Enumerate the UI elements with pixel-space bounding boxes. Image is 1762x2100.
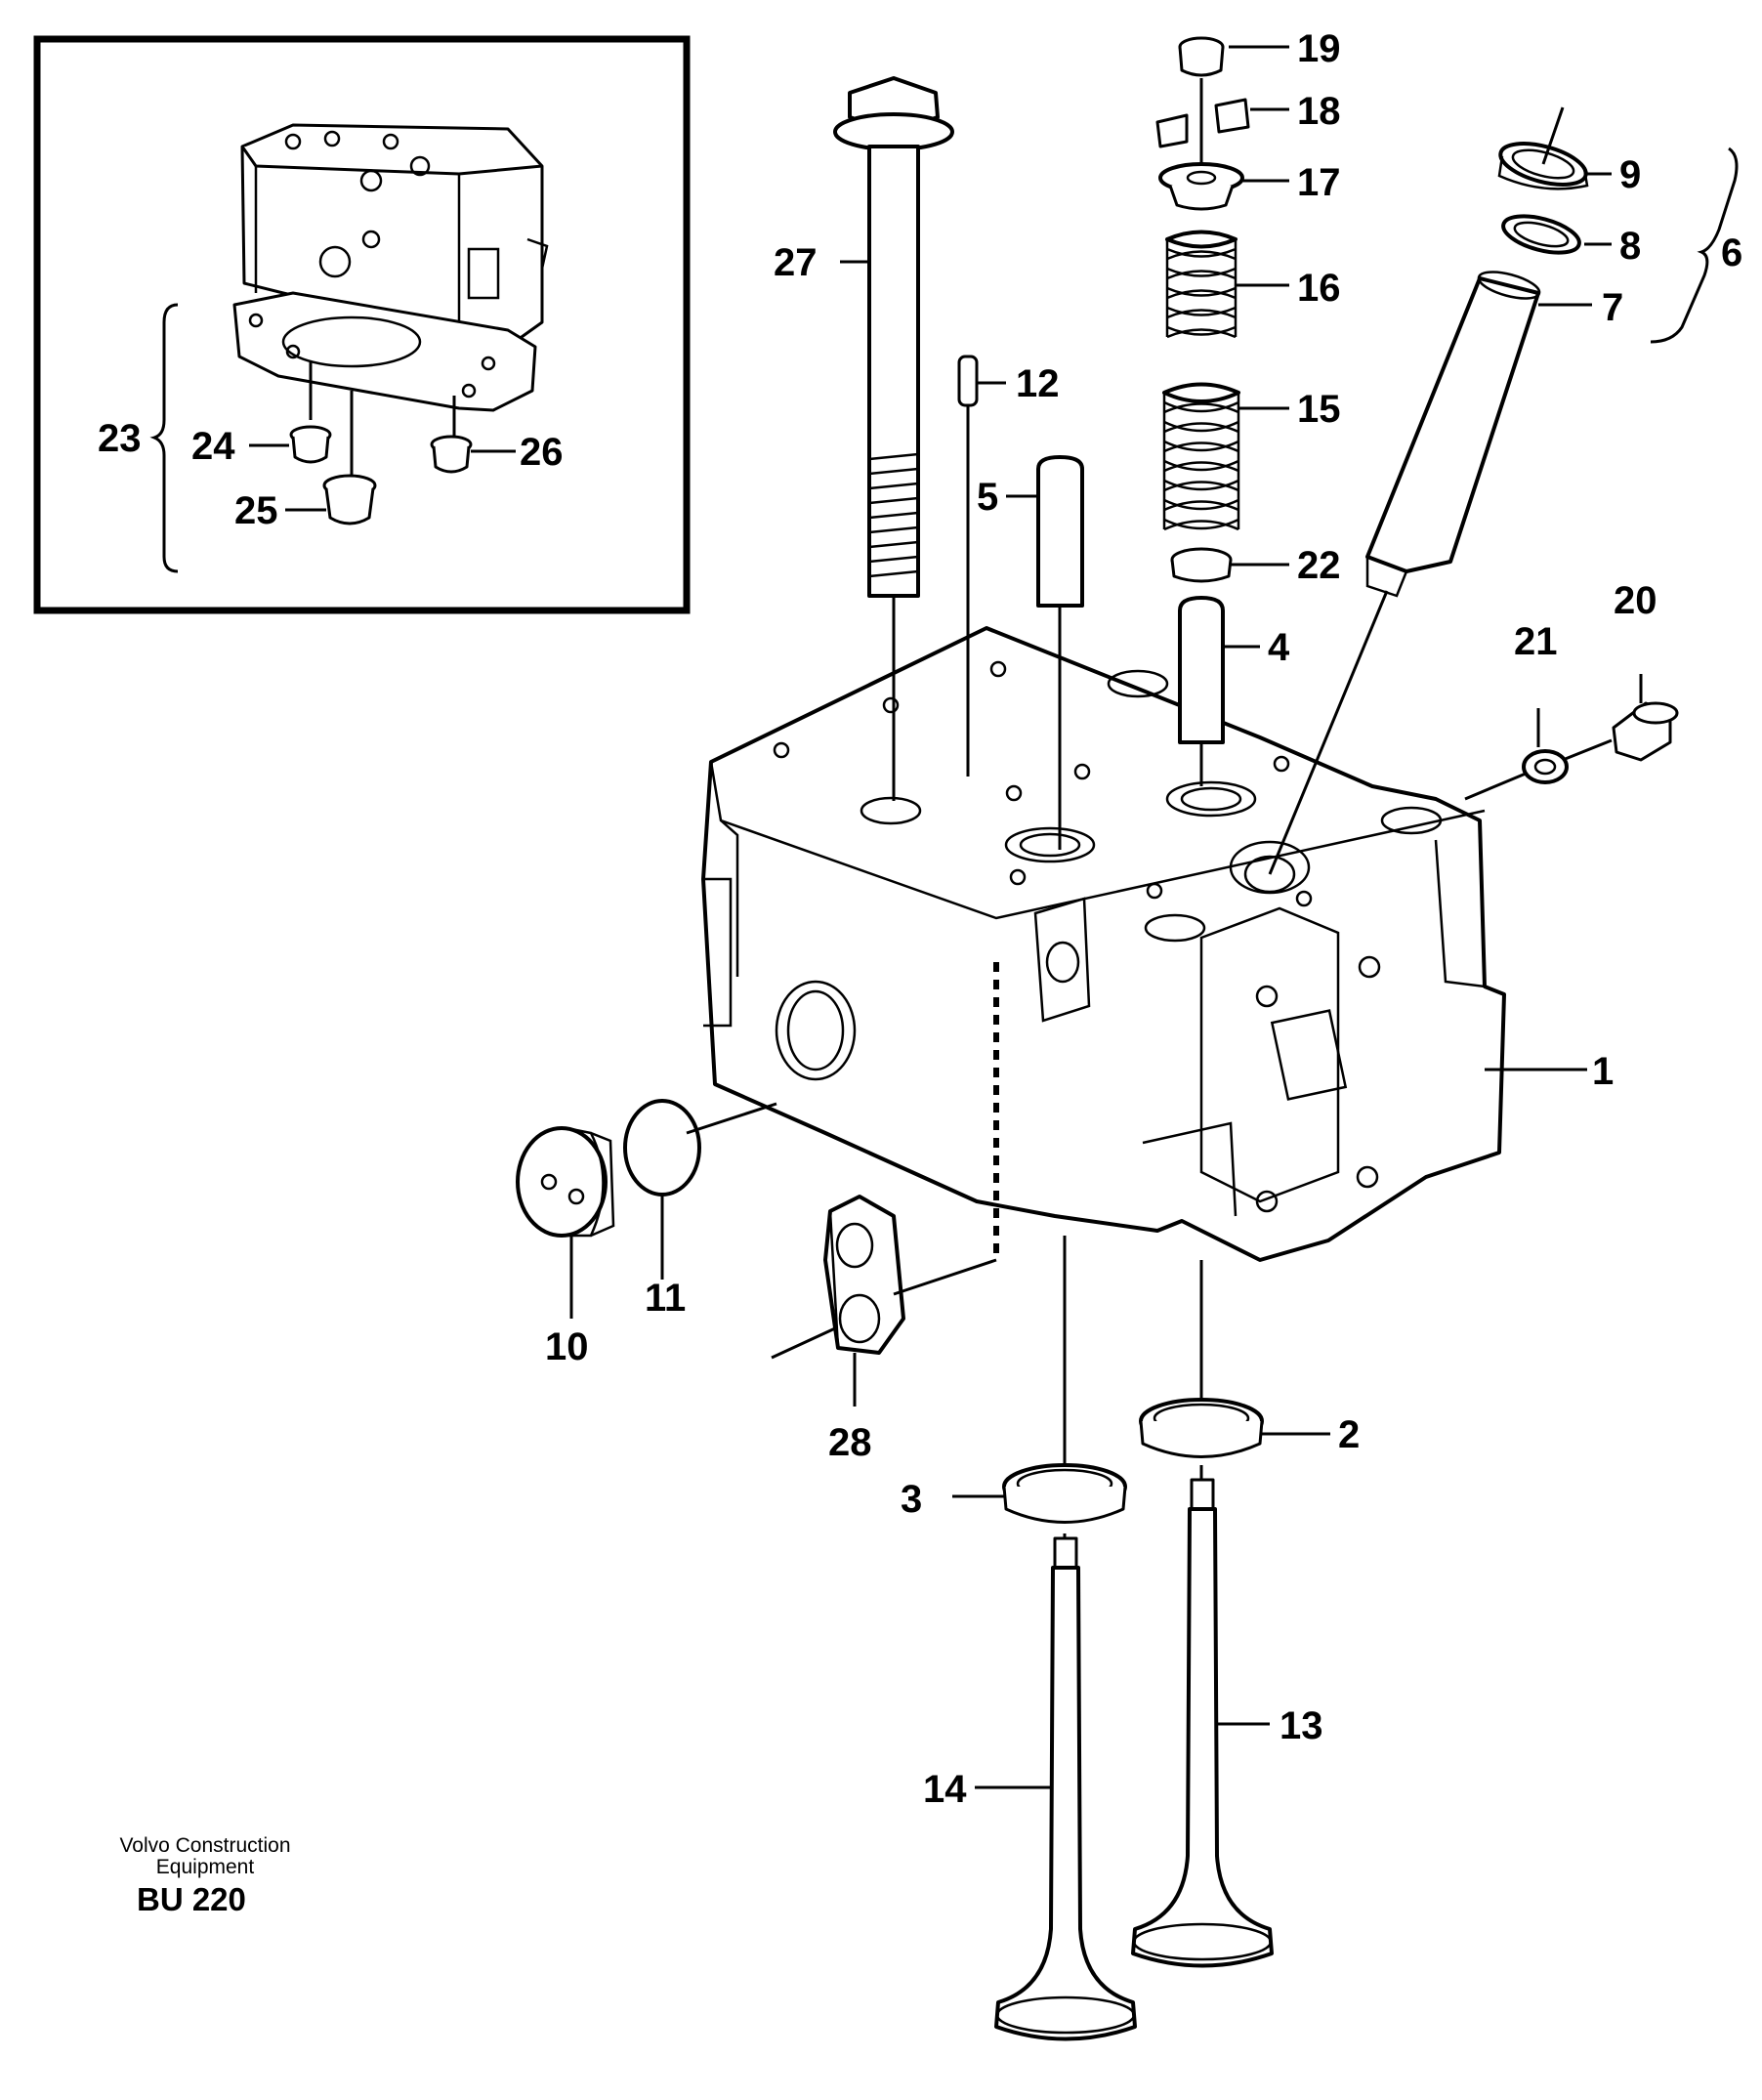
o-ring-11	[623, 1099, 701, 1197]
inset-cylinder-head	[240, 123, 549, 349]
seal-ring-8	[1501, 214, 1581, 255]
label-6: 6	[1721, 231, 1742, 274]
washer-21	[1522, 749, 1569, 784]
valve-spring-15	[1162, 382, 1240, 531]
valve-guide-5	[1036, 455, 1084, 608]
label-12: 12	[1016, 362, 1060, 405]
label-10: 10	[545, 1325, 589, 1368]
valve-spring-16	[1165, 230, 1238, 339]
label-21: 21	[1514, 620, 1558, 663]
brace-6	[1650, 147, 1739, 344]
label-8: 8	[1619, 225, 1641, 268]
label-16: 16	[1297, 267, 1341, 310]
callout-labels: 1 2 3 4 5 6 7 8 9 10 11 12 13 14 15 16 1…	[98, 27, 1742, 1811]
footer-company-line1: Volvo Construction	[119, 1834, 291, 1857]
label-24: 24	[191, 425, 235, 468]
inset-panel	[33, 35, 691, 614]
label-25: 25	[234, 489, 278, 532]
label-7: 7	[1602, 286, 1623, 329]
cylinder-head-1	[701, 626, 1506, 1262]
label-19: 19	[1297, 27, 1341, 70]
leader-lines	[840, 45, 1739, 1789]
label-11: 11	[645, 1277, 686, 1320]
bracket-28	[823, 1195, 905, 1355]
spring-seat-22	[1170, 547, 1233, 583]
pin-12	[957, 355, 979, 407]
plug-10	[516, 1126, 615, 1238]
label-17: 17	[1297, 161, 1341, 204]
brace-23	[149, 303, 179, 573]
label-27: 27	[774, 241, 818, 284]
label-18: 18	[1297, 90, 1341, 133]
copper-sleeve-7	[1365, 271, 1541, 598]
dowel-24	[289, 425, 332, 464]
dowel-26	[430, 435, 473, 474]
dowel-25	[322, 474, 377, 525]
label-28: 28	[828, 1421, 872, 1464]
valve-guide-4	[1178, 596, 1225, 744]
valve-seat-2	[1139, 1398, 1264, 1458]
label-5: 5	[977, 476, 998, 519]
label-22: 22	[1297, 544, 1341, 587]
valve-seat-3	[1002, 1463, 1127, 1524]
label-2: 2	[1338, 1413, 1360, 1456]
plug-20	[1612, 701, 1679, 762]
label-20: 20	[1614, 579, 1657, 622]
label-14: 14	[923, 1768, 967, 1811]
bolt-27	[833, 76, 954, 598]
label-26: 26	[520, 431, 564, 474]
label-1: 1	[1592, 1050, 1614, 1093]
valve-cap-19	[1178, 36, 1225, 77]
valve-13	[1131, 1478, 1274, 1968]
footer-company-line2: Equipment	[155, 1856, 255, 1878]
label-23: 23	[98, 417, 142, 460]
label-3: 3	[901, 1478, 922, 1521]
footer-code: BU 220	[137, 1881, 246, 1917]
label-15: 15	[1297, 388, 1341, 431]
label-13: 13	[1280, 1704, 1323, 1747]
label-4: 4	[1268, 626, 1290, 669]
spring-retainer-17	[1158, 162, 1244, 211]
valve-14	[994, 1536, 1137, 2041]
label-9: 9	[1619, 153, 1641, 196]
valve-collet-18	[1155, 98, 1250, 148]
